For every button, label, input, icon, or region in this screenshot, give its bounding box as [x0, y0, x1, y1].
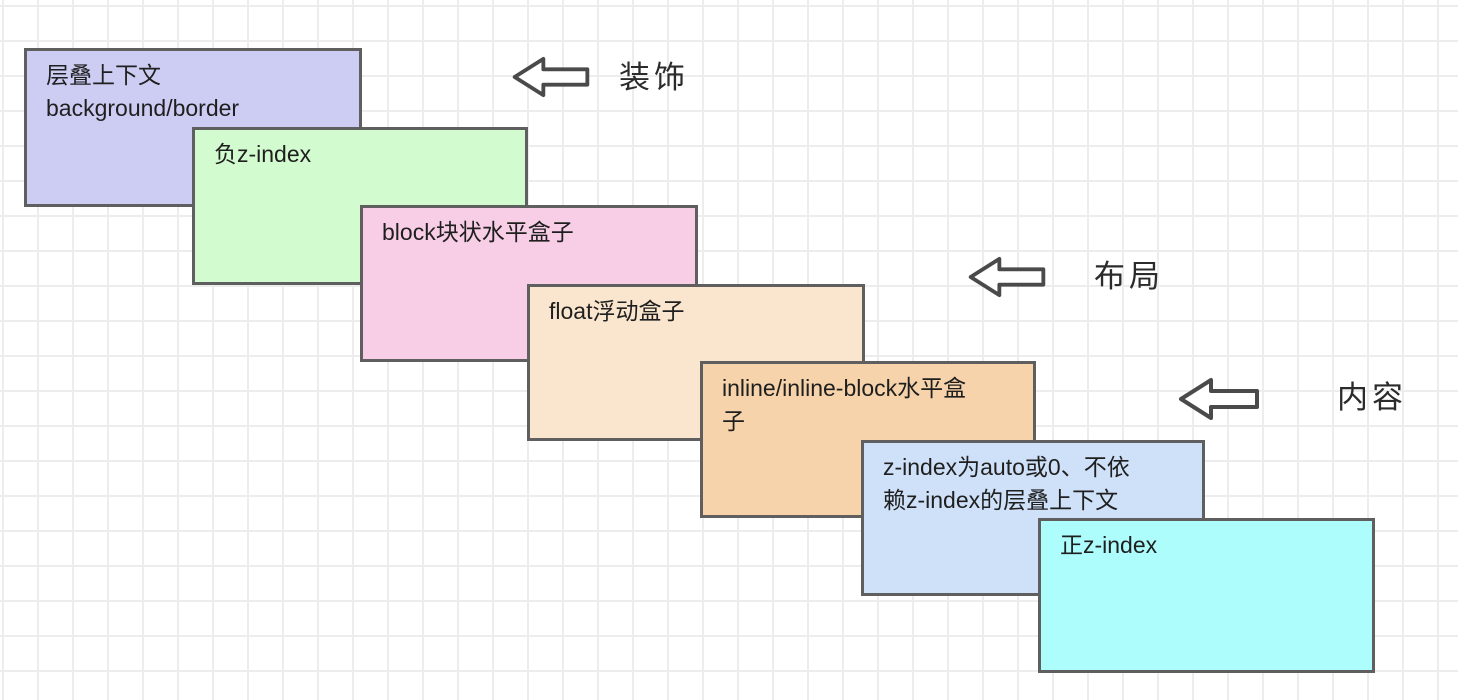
box-positive-z-index: 正z-index	[1038, 518, 1375, 673]
left-arrow-icon	[1179, 378, 1259, 420]
annotation-label-content: 内容	[1337, 380, 1407, 415]
left-arrow-icon	[968, 256, 1046, 298]
box-inline-inline-block-box: inline/inline-block水平盒 子	[700, 361, 1036, 518]
left-arrow-icon	[512, 56, 590, 98]
annotation-label-layout: 布局	[1094, 259, 1164, 294]
annotation-label-decoration: 装饰	[619, 60, 689, 95]
